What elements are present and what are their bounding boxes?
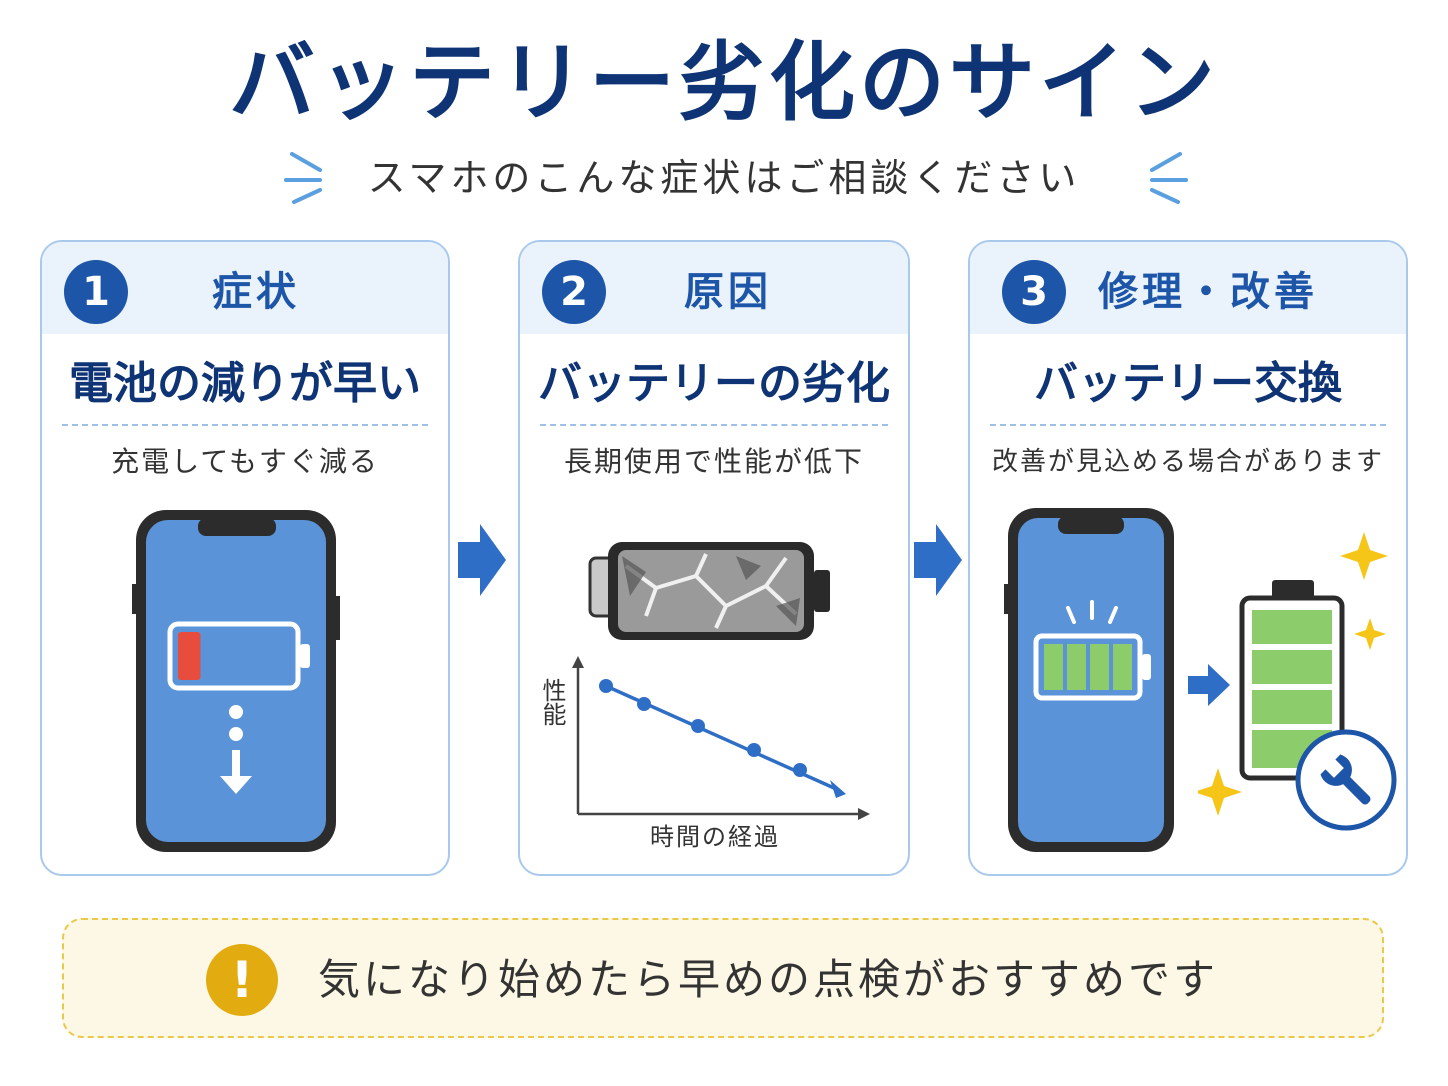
card-heading: 電池の減りが早い: [69, 358, 421, 409]
sparkle-icon: [1340, 532, 1388, 580]
battery-cell: [1044, 644, 1063, 690]
card-description: 改善が見込める場合があります: [991, 447, 1384, 477]
card-cause: 2 原因 バッテリーの劣化 長期使用で性能が低下 性能 時間の経過: [518, 240, 910, 876]
battery-low-level: [178, 632, 201, 680]
phone-notch: [1058, 516, 1124, 534]
step-number-badge: 3: [1002, 260, 1066, 324]
dot: [229, 727, 243, 741]
wrench-icon: [1320, 754, 1371, 805]
arrow-right-icon: [1188, 664, 1230, 706]
subtitle: スマホのこんな症状はご相談ください: [367, 156, 1081, 200]
phone-screen: [146, 520, 326, 842]
sparkle-icon: [1354, 618, 1386, 650]
banner-text: 気になり始めたら早めの点検がおすすめです: [318, 955, 1219, 1004]
card-header-label: 症状: [212, 269, 300, 315]
card-header: 1 症状: [42, 242, 448, 334]
page-title: バッテリー劣化のサイン: [229, 33, 1219, 133]
phone-full-battery-illustration: [1004, 508, 1174, 852]
battery-cell: [1090, 644, 1109, 690]
card-header: 3 修理・改善: [970, 242, 1406, 334]
divider: [62, 424, 428, 426]
performance-graph: [572, 656, 870, 820]
accent-lines-right-icon: [1150, 152, 1188, 204]
graph-x-label: 時間の経過: [650, 823, 780, 851]
card-symptom: 1 症状 電池の減りが早い 充電してもすぐ減る: [40, 240, 450, 876]
divider: [540, 424, 888, 426]
degraded-battery-illustration: [588, 542, 830, 640]
step-number-badge: 1: [64, 260, 128, 324]
battery-outline-icon: [167, 621, 301, 691]
card-header-label: 原因: [684, 269, 772, 315]
card-heading: バッテリーの劣化: [538, 358, 890, 409]
step-number-badge: 2: [542, 260, 606, 324]
battery-cell: [1252, 650, 1332, 684]
trend-arrowhead: [830, 780, 846, 798]
data-point: [747, 743, 761, 757]
card-header: 2 原因: [520, 242, 908, 334]
card-description: 充電してもすぐ減る: [111, 445, 379, 478]
battery-cell: [1067, 644, 1086, 690]
data-point: [637, 697, 651, 711]
advice-banner: ! 気になり始めたら早めの点検がおすすめです: [62, 918, 1384, 1038]
battery-cell: [1252, 610, 1332, 644]
battery-outline-icon: [1033, 633, 1143, 701]
warning-icon: !: [206, 944, 278, 1016]
crack-lines: [624, 553, 798, 629]
dot: [229, 705, 243, 719]
new-battery-illustration: [1198, 532, 1397, 831]
card-header-label: 修理・改善: [1098, 269, 1318, 315]
accent-lines-left-icon: [284, 152, 322, 204]
card-description: 長期使用で性能が低下: [563, 445, 864, 478]
sparkle-icon: [1198, 768, 1242, 816]
data-point: [599, 679, 613, 693]
battery-cell: [1252, 690, 1332, 724]
arrow-down-icon: [220, 776, 252, 794]
arrow-right-icon: [914, 524, 962, 596]
data-point: [691, 719, 705, 733]
arrow-right-icon: [458, 524, 506, 596]
subtitle-row: スマホのこんな症状はご相談ください: [0, 148, 1448, 208]
divider: [990, 424, 1386, 426]
data-point: [793, 763, 807, 777]
graph-y-label: 性能: [538, 678, 566, 726]
battery-cell: [1113, 644, 1132, 690]
card-heading: バッテリー交換: [1034, 358, 1342, 409]
phone-low-battery-illustration: [132, 510, 340, 852]
card-repair: 3 修理・改善 バッテリー交換 改善が見込める場合があります: [968, 240, 1408, 876]
phone-notch: [198, 518, 276, 536]
